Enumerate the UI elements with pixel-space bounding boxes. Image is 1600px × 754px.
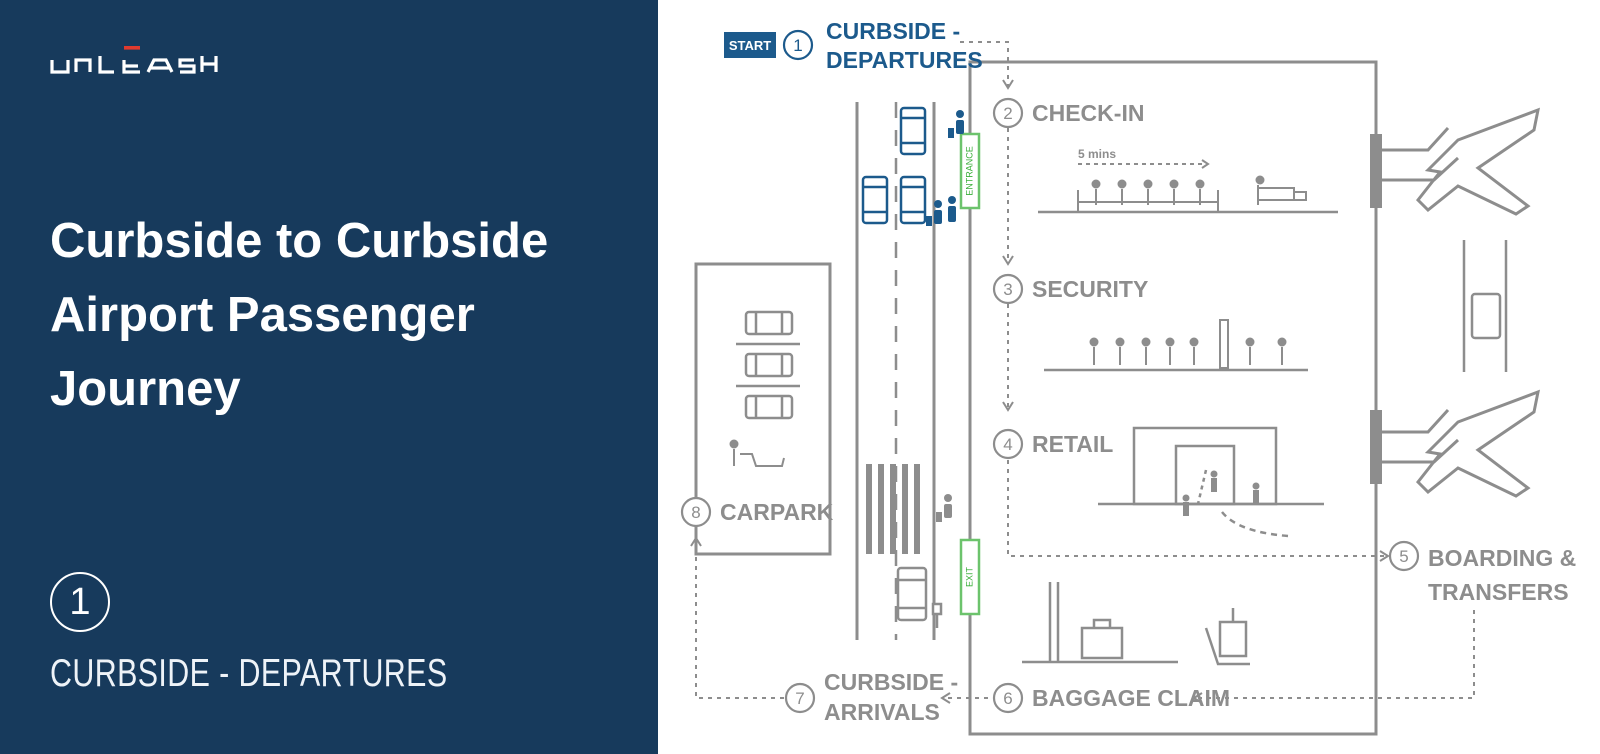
trolley-passenger bbox=[729, 439, 785, 467]
step-2-number: 2 bbox=[1003, 104, 1012, 123]
security-area bbox=[1044, 319, 1308, 372]
step-1-number: 1 bbox=[793, 36, 802, 55]
jet-bridge-2-wall bbox=[1370, 410, 1382, 484]
check-in-area bbox=[1038, 159, 1338, 214]
departure-cars bbox=[861, 106, 927, 225]
step-3-number: 3 bbox=[1003, 280, 1012, 299]
exit-label: EXIT bbox=[964, 567, 974, 588]
arrival-car bbox=[896, 566, 943, 628]
airport-journey-diagram: ENTRANCE EXIT bbox=[680, 18, 1576, 736]
step-8-carpark: 8 CARPARK bbox=[680, 496, 834, 528]
exit-door: EXIT bbox=[959, 538, 981, 616]
page-title: Curbside to Curbside Airport Passenger J… bbox=[50, 214, 549, 416]
arrival-passenger bbox=[936, 494, 952, 522]
crosswalk bbox=[866, 464, 920, 554]
step-2-check-in: 2 CHECK-IN bbox=[992, 97, 1144, 129]
left-panel: Curbside to Curbside Airport Passenger J… bbox=[0, 0, 658, 754]
step-4-number: 4 bbox=[1003, 435, 1012, 454]
step-6-number: 6 bbox=[1003, 689, 1012, 708]
step-5-number: 5 bbox=[1399, 547, 1408, 566]
step-2-label: CHECK-IN bbox=[1032, 100, 1144, 126]
step-4-label: RETAIL bbox=[1032, 431, 1113, 457]
entrance-door: ENTRANCE bbox=[959, 132, 981, 210]
step-5-boarding: 5 BOARDING & TRANSFERS bbox=[1388, 540, 1576, 605]
terminal-building bbox=[968, 60, 1378, 736]
step-1-label-line2: DEPARTURES bbox=[826, 47, 983, 73]
step-5-label-line1: BOARDING & bbox=[1428, 545, 1576, 571]
current-step-number: 1 bbox=[50, 572, 110, 632]
step-3-security: 3 SECURITY bbox=[992, 273, 1148, 305]
jet-bridge-1-wall bbox=[1370, 134, 1382, 208]
airplane-upper bbox=[1382, 107, 1541, 216]
unleash-logo bbox=[50, 46, 218, 74]
step-5-label-line2: TRANSFERS bbox=[1428, 579, 1569, 605]
entrance-label: ENTRANCE bbox=[964, 146, 974, 196]
queue-time-label: 5 mins bbox=[1078, 147, 1116, 161]
step-6-baggage-claim: 6 BAGGAGE CLAIM bbox=[992, 682, 1230, 714]
departing-passengers bbox=[926, 110, 964, 226]
start-badge bbox=[724, 32, 776, 58]
journey-path bbox=[695, 41, 1475, 699]
retail-shop bbox=[1098, 426, 1324, 538]
carpark-building bbox=[694, 262, 832, 556]
parked-cars bbox=[736, 310, 800, 420]
journey-arrowheads bbox=[690, 79, 1390, 704]
shoppers bbox=[1182, 470, 1260, 516]
step-8-number: 8 bbox=[691, 503, 700, 522]
apron-vehicle bbox=[1462, 240, 1508, 372]
baggage-carousel bbox=[1022, 582, 1250, 666]
step-8-label: CARPARK bbox=[720, 499, 834, 525]
airplane-lower bbox=[1382, 389, 1541, 498]
start-badge-label: START bbox=[729, 38, 771, 53]
current-step-label: CURBSIDE - DEPARTURES bbox=[50, 652, 448, 695]
step-7-number: 7 bbox=[795, 689, 804, 708]
step-6-label: BAGGAGE CLAIM bbox=[1032, 685, 1230, 711]
step-7-label-line2: ARRIVALS bbox=[824, 699, 940, 725]
step-7-arrivals: 7 CURBSIDE - ARRIVALS bbox=[784, 669, 958, 725]
step-3-label: SECURITY bbox=[1032, 276, 1148, 302]
step-1-departures: 1 CURBSIDE - DEPARTURES bbox=[782, 18, 983, 73]
step-4-retail: 4 RETAIL bbox=[992, 428, 1113, 460]
step-1-label-line1: CURBSIDE - bbox=[826, 18, 960, 44]
step-7-label-line1: CURBSIDE - bbox=[824, 669, 958, 695]
